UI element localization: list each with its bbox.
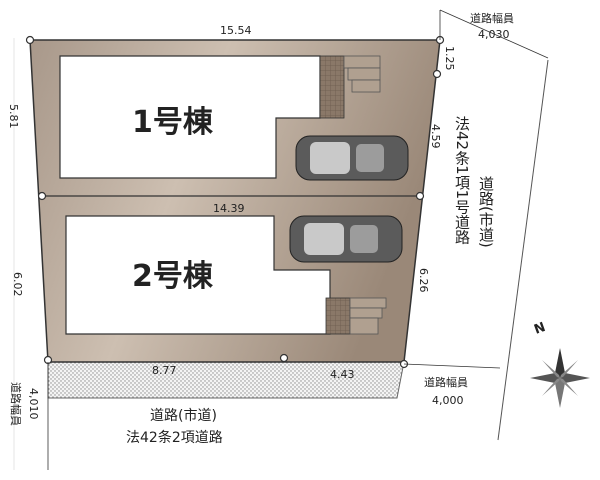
east-road-name-label: 道路(市道) <box>477 176 495 248</box>
south-road-width-value: 4,000 <box>432 394 464 407</box>
south-road-type-label: 法42条2項道路 <box>126 429 223 446</box>
building-2-outline <box>65 215 331 335</box>
corner-markers <box>25 35 445 369</box>
dim-right-mid: 4.59 <box>429 124 442 149</box>
step-2 <box>349 297 387 335</box>
dim-bottom-right: 4.43 <box>330 368 355 381</box>
south-road-name-label: 道路(市道) <box>150 407 217 424</box>
east-road-width-value: 4,030 <box>478 28 510 41</box>
dim-right-lower: 6.26 <box>417 268 430 293</box>
west-road-width-label: 道路幅員 <box>9 382 23 426</box>
dim-top-width: 15.54 <box>220 24 252 37</box>
east-road-width-label: 道路幅員 <box>470 11 514 25</box>
car-1 <box>295 135 409 181</box>
building-1-label: 1号棟 <box>132 105 214 140</box>
dim-bottom-left: 8.77 <box>152 364 177 377</box>
stair-1 <box>319 55 345 119</box>
south-road-width-label: 道路幅員 <box>424 375 468 389</box>
compass-icon <box>530 348 590 408</box>
dim-left-lower: 6.02 <box>11 272 24 297</box>
west-road-width-value: 4,010 <box>27 388 40 420</box>
compass-north-label: N <box>532 320 547 338</box>
east-road-type-label: 法42条1項1号道路 <box>453 116 471 244</box>
building-2-label: 2号棟 <box>132 259 214 294</box>
east-road-edge <box>497 59 549 441</box>
dim-right-top: 1.25 <box>443 46 456 71</box>
stair-2 <box>325 297 351 335</box>
dim-divider: 14.39 <box>213 202 245 215</box>
step-1 <box>343 55 381 93</box>
dimension-leaders <box>47 9 549 470</box>
car-2 <box>289 215 403 263</box>
dim-left-upper: 5.81 <box>7 104 20 129</box>
